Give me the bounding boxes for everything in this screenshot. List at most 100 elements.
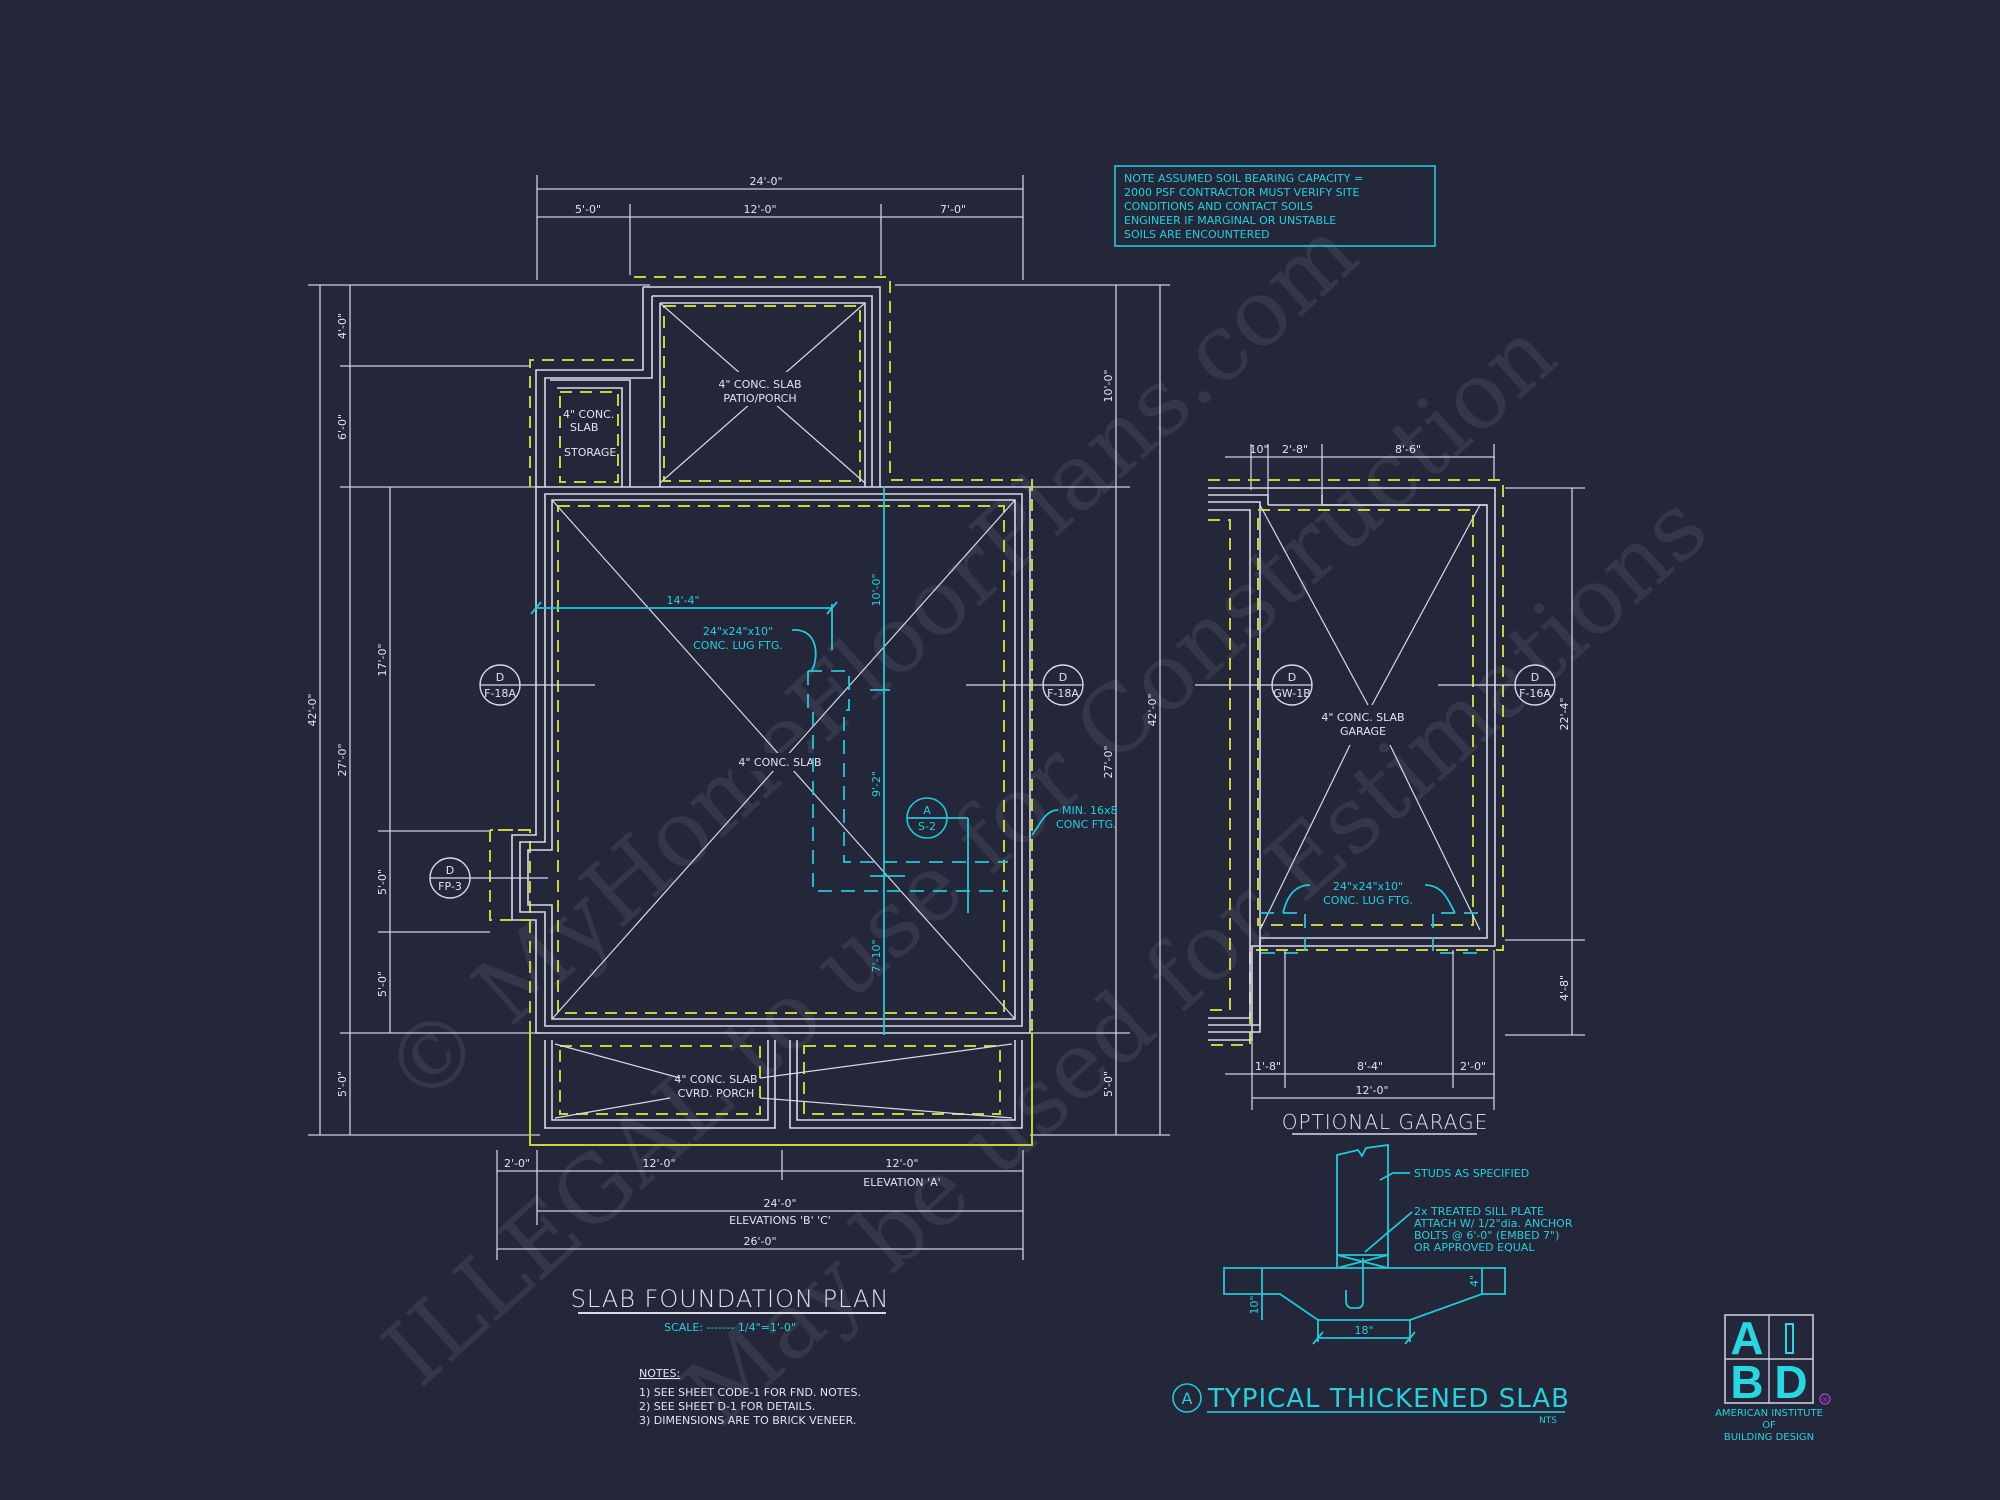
dim-label: 5'-0"	[575, 203, 601, 216]
tag-top: D	[446, 864, 454, 877]
watermark: © MyHomeFloorPlans.com ILLEGAL to use fo…	[363, 198, 1727, 1446]
dim-label: 8'-4"	[1357, 1060, 1383, 1073]
dim-label: 42'-0"	[306, 693, 319, 726]
dim-label: 7'-0"	[940, 203, 966, 216]
plan-title: SLAB FOUNDATION PLAN	[571, 1285, 890, 1313]
dim-label: 10'-0"	[870, 573, 883, 606]
dim-label: 18"	[1354, 1324, 1373, 1337]
section-tag-fireplace: D FP-3	[429, 857, 548, 899]
section-tag-detail-a: A S-2	[906, 797, 948, 839]
dim-label: 5'-0"	[376, 869, 389, 895]
top-dimensions: 24'-0" 5'-0" 12'-0" 7'-0"	[536, 175, 1024, 280]
dim-label: 2'-0"	[1460, 1060, 1486, 1073]
room-label: PATIO/PORCH	[723, 392, 796, 405]
storage-slab: 4" CONC. SLAB STORAGE	[529, 359, 634, 487]
dim-label: 24'-0"	[749, 175, 782, 188]
room-label: SLAB	[570, 421, 598, 434]
dim-label: 5'-0"	[1102, 1071, 1115, 1097]
dim-label: 17'-0"	[376, 643, 389, 676]
garage-section-tag-left: D GW-1B	[1195, 664, 1313, 706]
soil-note-line: 2000 PSF CONTRACTOR MUST VERIFY SITE	[1124, 186, 1360, 199]
patio-porch-slab: 4" CONC. SLAB PATIO/PORCH	[490, 276, 1033, 1146]
garage-title: OPTIONAL GARAGE	[1282, 1110, 1489, 1134]
callout-label: STUDS AS SPECIFIED	[1414, 1167, 1529, 1180]
tag-top: D	[1059, 671, 1067, 684]
dim-label: 8'-6"	[1395, 443, 1421, 456]
dim-label: 27'-0"	[336, 743, 349, 776]
room-label: 4" CONC.	[563, 408, 614, 421]
garage-section-tag-right: D F-16A	[1438, 664, 1556, 706]
dim-label: 14'-4"	[666, 594, 699, 607]
soil-note-line: NOTE ASSUMED SOIL BEARING CAPACITY =	[1124, 172, 1363, 185]
dim-label: 22'-4"	[1558, 697, 1571, 730]
logo-letter: D	[1774, 1356, 1807, 1408]
dim-label: ELEVATION 'A'	[863, 1176, 940, 1189]
dim-label: 12'-0"	[642, 1157, 675, 1170]
room-label: STORAGE	[564, 446, 616, 459]
room-label: 4" CONC. SLAB	[674, 1073, 757, 1086]
tag-bottom: S-2	[918, 820, 936, 833]
note-item: 2) SEE SHEET D-1 FOR DETAILS.	[639, 1400, 815, 1413]
tag-top: A	[923, 804, 931, 817]
plan-scale: SCALE: ------- 1/4"=1'-0"	[664, 1321, 796, 1334]
aibd-logo: A B D ® AMERICAN INSTITUTE OF BUILDING D…	[1715, 1312, 1831, 1443]
dim-label: 1'-8"	[1255, 1060, 1281, 1073]
tag-top: D	[496, 671, 504, 684]
callout-label: 24"x24"x10"	[703, 625, 773, 638]
note-item: 1) SEE SHEET CODE-1 FOR FND. NOTES.	[639, 1386, 861, 1399]
dim-label: 9'-2"	[870, 771, 883, 797]
room-label: GARAGE	[1340, 725, 1386, 738]
callout-label: OR APPROVED EQUAL	[1414, 1241, 1535, 1254]
callout-label: ATTACH W/ 1/2"dia. ANCHOR	[1414, 1217, 1573, 1230]
dim-label: 7'-10"	[870, 939, 883, 972]
dim-label: ELEVATIONS 'B' 'C'	[729, 1214, 831, 1227]
callout-label: 24"x24"x10"	[1333, 880, 1403, 893]
logo-letter: B	[1730, 1356, 1763, 1408]
section-tag-left: D F-18A	[479, 664, 595, 706]
tag-bottom: F-18A	[1047, 687, 1079, 700]
dim-label: 12'-0"	[743, 203, 776, 216]
callout-label: BOLTS @ 6'-0" (EMBED 7")	[1414, 1229, 1559, 1242]
note-item: 3) DIMENSIONS ARE TO BRICK VENEER.	[639, 1414, 856, 1427]
tag-bottom: GW-1B	[1273, 687, 1310, 700]
dim-label: 10'-0"	[1102, 369, 1115, 402]
dim-label: 24'-0"	[763, 1197, 796, 1210]
tag-bottom: F-18A	[484, 687, 516, 700]
soil-note-line: CONDITIONS AND CONTACT SOILS	[1124, 200, 1313, 213]
tag-bottom: F-16A	[1519, 687, 1551, 700]
detail-tag: A	[1182, 1389, 1193, 1408]
tag-top: D	[1531, 671, 1539, 684]
interior-dimensions: 14'-4" 10'-0" 9'-2" 7'-10" 24"x24"x10" C…	[530, 487, 1117, 1035]
detail-title: TYPICAL THICKENED SLAB	[1207, 1384, 1570, 1414]
main-slab: 4" CONC. SLAB	[489, 486, 1031, 1034]
logo-text: OF	[1762, 1420, 1776, 1431]
garage-right-dimensions: 22'-4" 4'-8"	[1505, 487, 1585, 1036]
garage-bottom-dimensions: 1'-8" 8'-4" 2'-0" 12'-0"	[1225, 950, 1495, 1110]
logo-text: AMERICAN INSTITUTE	[1715, 1408, 1823, 1419]
dim-label: 10"	[1249, 443, 1268, 456]
notes-heading: NOTES:	[639, 1367, 680, 1380]
dim-label: 5'-0"	[376, 971, 389, 997]
right-dimensions: 10'-0" 27'-0" 5'-0" 42'-0"	[895, 284, 1170, 1136]
callout-label: CONC. LUG FTG.	[1323, 894, 1413, 907]
left-dimensions: 42'-0" 4'-0" 6'-0" 27'-0" 5'-0" 17'-0" 5…	[306, 284, 650, 1136]
callout-label: CONC. LUG FTG.	[693, 639, 783, 652]
dim-label: 2'-0"	[504, 1157, 530, 1170]
tag-top: D	[1288, 671, 1296, 684]
room-label: CVRD. PORCH	[678, 1087, 755, 1100]
dim-label: 12'-0"	[1355, 1084, 1388, 1097]
slab-foundation-plan: 24'-0" 5'-0" 12'-0" 7'-0" 42'-0" 4'-0" 6…	[306, 175, 1170, 1427]
dim-label: 27'-0"	[1102, 745, 1115, 778]
thickened-slab-detail: 18" 10" 4" STUDS AS SPECIFIED 2x TREATED…	[1172, 1143, 1573, 1426]
dim-label: 4"	[1468, 1275, 1481, 1287]
dim-label: 5'-0"	[336, 1071, 349, 1097]
dim-label: 4'-8"	[1558, 975, 1571, 1001]
dim-label: 10"	[1248, 1295, 1261, 1314]
section-tag-right: D F-18A	[966, 664, 1084, 706]
optional-garage-plan: 10" 2'-8" 8'-6" 4" CONC. SLAB GARAGE 24"…	[1195, 443, 1585, 1135]
logo-letter: A	[1730, 1312, 1763, 1364]
dim-label: 12'-0"	[885, 1157, 918, 1170]
dim-label: 4'-0"	[336, 313, 349, 339]
callout-label: MIN. 16x8	[1062, 804, 1117, 817]
soil-note-line: ENGINEER IF MARGINAL OR UNSTABLE	[1124, 214, 1336, 227]
